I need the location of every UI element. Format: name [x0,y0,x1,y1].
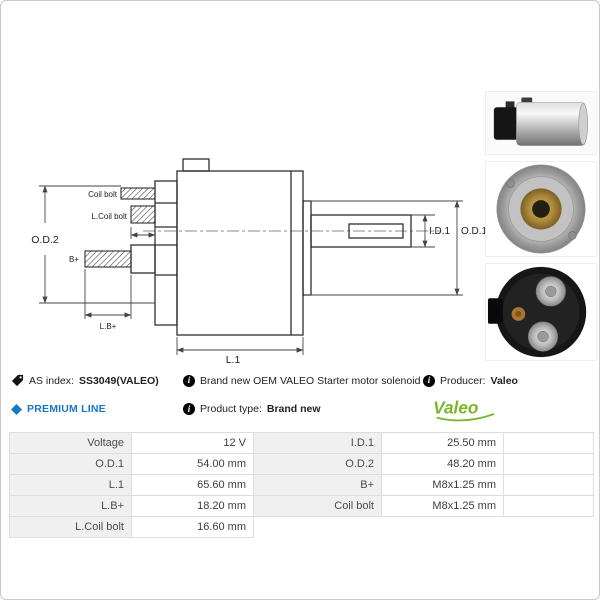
as-index-label: AS index: [29,374,74,387]
product-type-row: Product type: Brand new [183,403,423,415]
spec-row: L.B+ 18.20 mm Coil bolt M8x1.25 mm [9,495,594,517]
dimension-od2: O.D.2 [31,185,155,304]
valeo-logo-art: Valeo [433,397,495,422]
dim-label-id1: I.D.1 [429,226,451,237]
spec-empty-cell [253,516,594,538]
solenoid-front-photo-art [486,162,596,256]
spec-filler-cell [503,432,594,454]
dim-label-od1: O.D.1 [461,226,488,237]
product-photo-side [485,91,597,155]
premium-line-row: PREMIUM LINE [11,403,183,415]
dim-label-b-plus: B+ [69,255,79,264]
spec-label: L.1 [9,474,132,496]
spec-row: L.Coil bolt 16.60 mm [9,516,594,538]
solenoid-back-photo-art [486,264,596,360]
as-index-value: SS3049(VALEO) [78,374,159,387]
spec-label: Coil bolt [253,495,382,517]
spec-filler-cell [503,453,594,475]
description-row: Brand new OEM VALEO Starter motor soleno… [183,374,423,387]
dim-label-lb-plus: L.B+ [100,322,117,331]
technical-drawing: O.D.2 Coil bolt L.Coil bolt B+ L.B+ [31,158,488,366]
spec-label: O.D.1 [9,453,132,475]
spec-row: Voltage 12 V I.D.1 25.50 mm [9,432,594,454]
spec-value: M8x1.25 mm [381,495,504,517]
spec-row: L.1 65.60 mm B+ M8x1.25 mm [9,474,594,496]
spec-row: O.D.1 54.00 mm O.D.2 48.20 mm [9,453,594,475]
spec-filler-cell [503,474,594,496]
spec-value: 65.60 mm [131,474,254,496]
producer-value: Valeo [490,374,518,387]
product-type-value: Brand new [266,403,321,415]
solenoid-outline [130,158,412,336]
spec-value: M8x1.25 mm [381,474,504,496]
producer-row: Producer: Valeo [423,374,589,387]
valeo-logo-text: Valeo [433,397,478,417]
spec-table: Voltage 12 V I.D.1 25.50 mm O.D.1 54.00 … [9,432,594,538]
product-photo-back [485,263,597,361]
as-index-row: AS index: SS3049(VALEO) [11,374,183,387]
product-description: Brand new OEM VALEO Starter motor soleno… [200,374,421,387]
spec-label: B+ [253,474,382,496]
solenoid-side-photo-art [486,92,596,154]
spec-label: L.Coil bolt [9,516,132,538]
tag-icon [11,374,24,387]
spec-value: 48.20 mm [381,453,504,475]
dimension-lb-plus: L.B+ [84,269,132,331]
spec-value: 18.20 mm [131,495,254,517]
info-icon [423,374,435,387]
spec-label: I.D.1 [253,432,382,454]
product-info-strip: AS index: SS3049(VALEO) Brand new OEM VA… [1,367,599,427]
dimension-l-coil-bolt [130,227,156,239]
premium-line-icon [11,403,22,415]
dimension-id1: I.D.1 [411,214,451,248]
spec-label: O.D.2 [253,453,382,475]
threaded-studs [84,187,156,268]
dimension-l1: L.1 [176,337,304,366]
dim-label-l1: L.1 [226,354,241,366]
product-visuals: O.D.2 Coil bolt L.Coil bolt B+ L.B+ [1,1,599,367]
dimension-od1: O.D.1 [305,200,488,296]
product-photo-front [485,161,597,257]
product-type-label: Product type: [200,403,262,415]
spec-label: Voltage [9,432,132,454]
spec-value: 12 V [131,432,254,454]
dim-label-l-coil-bolt: L.Coil bolt [91,212,127,221]
dim-label-od2: O.D.2 [31,234,59,246]
dim-label-coil-bolt: Coil bolt [88,190,118,199]
spec-label: L.B+ [9,495,132,517]
spec-value: 25.50 mm [381,432,504,454]
spec-value: 16.60 mm [131,516,254,538]
info-icon [183,374,195,387]
producer-label: Producer: [440,374,486,387]
spec-value: 54.00 mm [131,453,254,475]
info-icon [183,403,195,415]
premium-line-label: PREMIUM LINE [27,403,106,415]
valeo-logo: Valeo [423,394,589,424]
product-photo-column [485,91,597,367]
spec-filler-cell [503,495,594,517]
